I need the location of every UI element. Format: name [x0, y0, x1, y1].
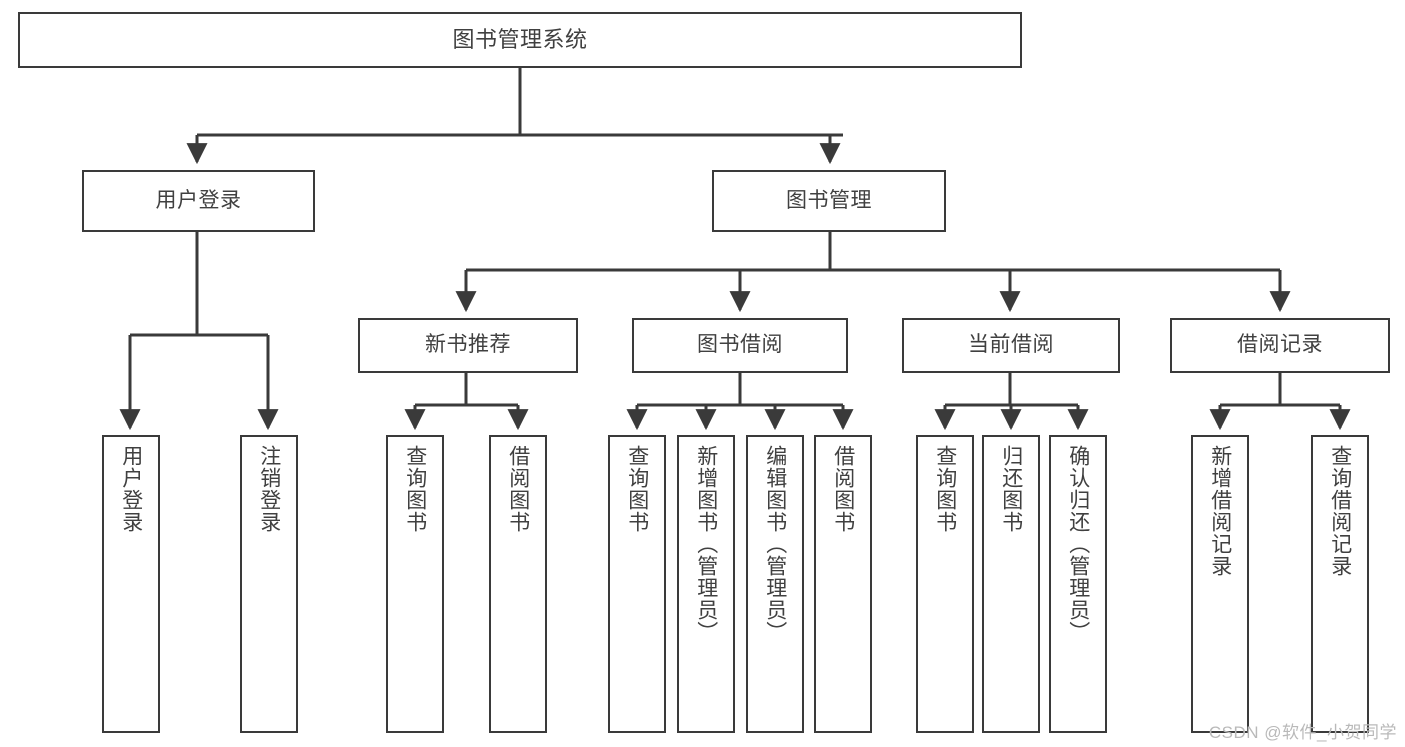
- node-label: 查询图书: [933, 445, 957, 533]
- node-label: 查询图书: [403, 445, 427, 533]
- node-book-management[interactable]: 图书管理: [712, 170, 946, 232]
- leaf-borrow-record-query[interactable]: 查询借阅记录: [1311, 435, 1369, 733]
- leaf-book-borrow-add[interactable]: 新增图书（管理员）: [677, 435, 735, 733]
- node-book-borrow[interactable]: 图书借阅: [632, 318, 848, 373]
- node-label: 图书管理系统: [452, 27, 588, 53]
- node-label: 注销登录: [257, 445, 281, 533]
- leaf-current-borrow-confirm-return[interactable]: 确认归还（管理员）: [1049, 435, 1107, 733]
- node-label: 编辑图书（管理员）: [763, 445, 787, 643]
- node-current-borrow[interactable]: 当前借阅: [902, 318, 1120, 373]
- leaf-new-book-query[interactable]: 查询图书: [386, 435, 444, 733]
- node-label: 新增借阅记录: [1208, 445, 1232, 577]
- node-label: 借阅记录: [1237, 333, 1323, 357]
- node-label: 借阅图书: [831, 445, 855, 533]
- node-label: 查询借阅记录: [1328, 445, 1352, 577]
- leaf-current-borrow-query[interactable]: 查询图书: [916, 435, 974, 733]
- node-new-book-recommend[interactable]: 新书推荐: [358, 318, 578, 373]
- leaf-book-borrow-query[interactable]: 查询图书: [608, 435, 666, 733]
- node-label: 确认归还（管理员）: [1066, 445, 1090, 643]
- watermark: CSDN @软件_小贺同学: [1208, 723, 1397, 742]
- node-borrow-record[interactable]: 借阅记录: [1170, 318, 1390, 373]
- leaf-user-login-signout[interactable]: 注销登录: [240, 435, 298, 733]
- node-label: 新书推荐: [425, 333, 511, 357]
- node-root-book-management-system[interactable]: 图书管理系统: [18, 12, 1022, 68]
- leaf-current-borrow-return[interactable]: 归还图书: [982, 435, 1040, 733]
- node-label: 图书管理: [786, 188, 872, 212]
- leaf-book-borrow-borrow[interactable]: 借阅图书: [814, 435, 872, 733]
- node-label: 查询图书: [625, 445, 649, 533]
- leaf-user-login-signin[interactable]: 用户登录: [102, 435, 160, 733]
- node-label: 用户登录: [155, 188, 242, 212]
- leaf-borrow-record-add[interactable]: 新增借阅记录: [1191, 435, 1249, 733]
- node-label: 图书借阅: [697, 333, 783, 357]
- node-user-login[interactable]: 用户登录: [82, 170, 315, 232]
- node-label: 新增图书（管理员）: [694, 445, 718, 643]
- leaf-book-borrow-edit[interactable]: 编辑图书（管理员）: [746, 435, 804, 733]
- node-label: 归还图书: [999, 445, 1023, 533]
- node-label: 用户登录: [119, 445, 143, 533]
- node-label: 当前借阅: [968, 333, 1054, 357]
- node-label: 借阅图书: [506, 445, 530, 533]
- leaf-new-book-borrow[interactable]: 借阅图书: [489, 435, 547, 733]
